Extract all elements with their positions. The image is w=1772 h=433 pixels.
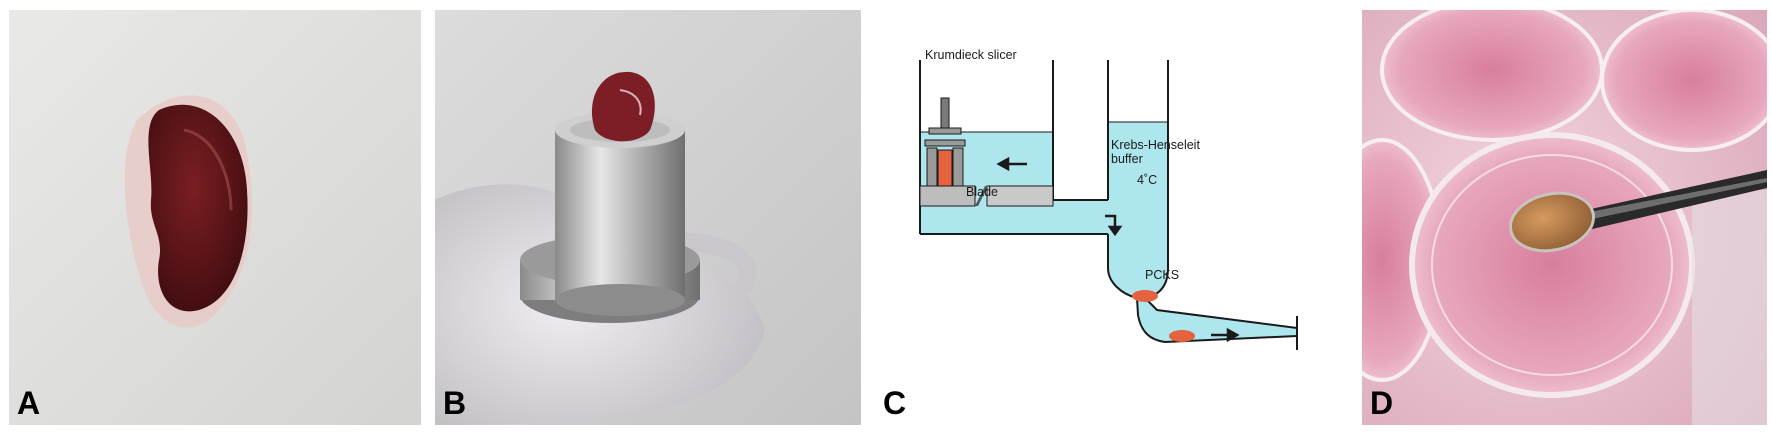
panel-a: A: [9, 10, 421, 425]
panel-a-photo: [9, 10, 421, 425]
panel-letter-b: B: [443, 385, 467, 421]
panel-d-photo: [1362, 10, 1767, 425]
panel-c: Krumdieck slicer Krebs-Henseleit buffer …: [875, 10, 1339, 425]
culture-well: [1380, 10, 1604, 142]
specimen-holder: [924, 97, 966, 187]
kidney-shape: [591, 71, 655, 142]
tissue-slice: [1169, 330, 1195, 342]
slicer-base: [919, 185, 1054, 207]
panel-b-photo: [435, 10, 861, 425]
tissue-slice: [1132, 290, 1158, 302]
pcks-label: PCKS: [1145, 268, 1180, 282]
panel-b: B: [435, 10, 861, 425]
panel-d: D: [1362, 10, 1767, 425]
slicer-diagram: [919, 60, 1298, 350]
buffer-container: [1107, 60, 1298, 350]
blade-label: Blade: [966, 185, 998, 199]
tissue-slice: [1509, 191, 1595, 253]
kidney-shape: [148, 104, 248, 312]
flow-arrows: [996, 156, 1240, 343]
temperature-label: 4˚C: [1137, 173, 1158, 187]
panel-letter-c: C: [883, 385, 907, 421]
panel-letter-d: D: [1370, 385, 1394, 421]
slicer-label: Krumdieck slicer: [925, 48, 1017, 62]
culture-well: [1409, 132, 1695, 398]
panel-letter-a: A: [17, 385, 41, 421]
buffer-left-chamber: [920, 132, 1108, 234]
blade-shape: [975, 186, 988, 206]
buffer-label: Krebs-Henseleit buffer: [1111, 138, 1200, 166]
culture-well: [1600, 10, 1767, 152]
buffer-right-chamber: [1108, 122, 1297, 342]
